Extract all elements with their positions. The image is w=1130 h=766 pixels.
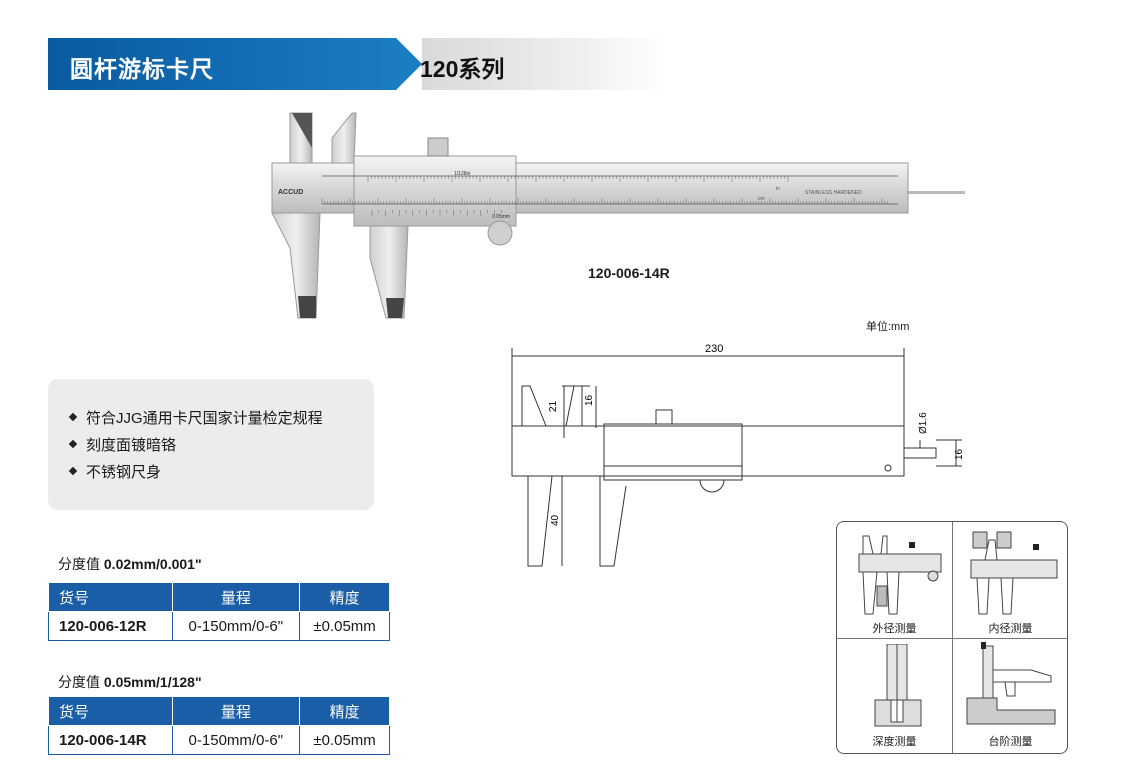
feature-item: 不锈钢尺身 xyxy=(68,459,374,486)
dim-height-16: 16 xyxy=(954,448,965,460)
unit-label: 单位:mm xyxy=(866,321,910,333)
depth-measure-diagram xyxy=(874,644,922,727)
brand-logo: ACCUD xyxy=(278,189,303,196)
header-range: 量程 xyxy=(171,696,301,726)
spec-table-2: 货号 量程 精度 120-006-14R 0-150mm/0-6" ±0.05m… xyxy=(48,696,390,755)
dim-length: 230 xyxy=(705,343,723,355)
table-row: 120-006-14R 0-150mm/0-6" ±0.05mm xyxy=(48,725,390,755)
table1-caption: 分度值 0.02mm/0.001" xyxy=(58,556,202,572)
photo-model-label: 120-006-14R xyxy=(588,265,670,281)
measurement-methods-box: 外径测量 内径测量 深度测量 台阶测量 xyxy=(836,521,1068,754)
banner-blue-section xyxy=(48,38,396,90)
vernier-mm-note: 0.05mm xyxy=(492,214,510,220)
method-step-label: 台阶测量 xyxy=(988,736,1033,748)
inner-measure-diagram xyxy=(970,531,1058,615)
method-inner-label: 内径测量 xyxy=(988,623,1033,635)
method-depth-label: 深度测量 xyxy=(872,736,917,748)
features-box: 符合JJG通用卡尺国家计量检定规程 刻度面镀暗铬 不锈钢尺身 xyxy=(48,379,374,510)
table-row: 120-006-12R 0-150mm/0-6" ±0.05mm xyxy=(48,611,390,641)
dim-40: 40 xyxy=(550,514,561,526)
product-title: 圆杆游标卡尺 xyxy=(70,56,214,82)
dim-rod-diameter: Ø1.6 xyxy=(918,412,929,434)
dim-16-jaw: 16 xyxy=(584,394,595,406)
series-title: 120系列 xyxy=(420,56,505,82)
outer-measure-diagram xyxy=(858,535,942,615)
header-item-no: 货号 xyxy=(48,696,173,726)
cm-unit-label: cm xyxy=(758,196,765,202)
header-item-no: 货号 xyxy=(48,582,173,612)
feature-item: 符合JJG通用卡尺国家计量检定规程 xyxy=(68,405,374,432)
header-accuracy: 精度 xyxy=(299,696,390,726)
dim-21: 21 xyxy=(548,400,559,412)
table2-caption: 分度值 0.05mm/1/128" xyxy=(58,674,202,690)
vernier-inch-note: 1/128in xyxy=(454,171,471,177)
method-outer-label: 外径测量 xyxy=(872,623,917,635)
banner-grey-section xyxy=(422,38,668,90)
banner-arrow xyxy=(396,38,422,90)
spec-table-1: 货号 量程 精度 120-006-12R 0-150mm/0-6" ±0.05m… xyxy=(48,582,390,641)
step-measure-diagram xyxy=(966,642,1056,725)
feature-item: 刻度面镀暗铬 xyxy=(68,432,374,459)
header-accuracy: 精度 xyxy=(299,582,390,612)
header-range: 量程 xyxy=(171,582,301,612)
inch-unit-label: in xyxy=(776,186,780,192)
caliper-photo: ACCUD 1/128in STAINLESS HARDENED in cm 0… xyxy=(271,112,965,319)
stainless-label: STAINLESS HARDENED xyxy=(805,190,862,196)
title-banner: 圆杆游标卡尺 120系列 xyxy=(48,38,668,90)
dimension-drawing: 230 21 16 40 Ø1.6 16 xyxy=(511,343,965,567)
